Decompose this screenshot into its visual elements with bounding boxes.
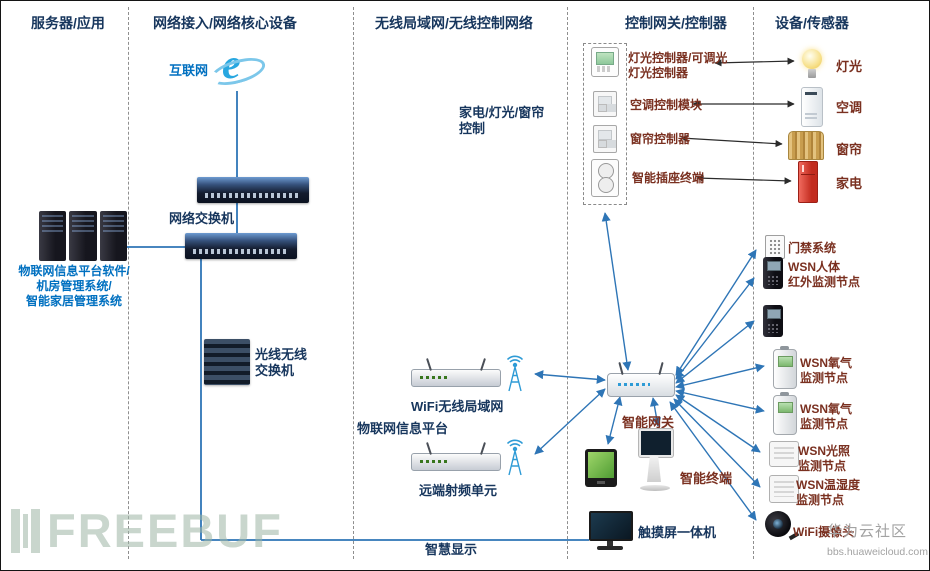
light-sensor-node-icon [769, 441, 799, 467]
smart-socket-icon [591, 159, 619, 197]
huaweicloud-watermark: 华为云社区 bbs.huaweicloud.com [827, 520, 928, 558]
smart-terminal-kiosk-icon [637, 429, 673, 491]
column-divider [567, 7, 568, 559]
huaweicloud-url-text: bbs.huaweicloud.com [827, 546, 928, 558]
column-header-devices-sensors: 设备/传感器 [775, 15, 849, 31]
wsn-oxygen-2-label: WSN氧气 监测节点 [800, 402, 852, 431]
touch-screen-monitor-icon [589, 511, 633, 551]
wsn-light-label: WSN光照 监测节点 [798, 444, 850, 473]
column-divider [128, 7, 129, 559]
smart-terminal-label: 智能终端 [680, 471, 733, 486]
smart-socket-label: 智能插座终端 [632, 171, 705, 185]
oxygen-detector-icon [773, 346, 797, 389]
huaweicloud-community-text: 华为云社区 [827, 523, 908, 540]
freebuf-logo-icon [11, 508, 40, 554]
server-platform-label: 物联网信息平台软件/ 机房管理系统/ 智能家居管理系统 [18, 264, 130, 308]
home-control-label: 家电/灯光/窗帘 控制 [459, 105, 545, 137]
network-switch-icon [197, 177, 309, 203]
controller-device-arrows [680, 57, 795, 185]
light-label: 灯光 [836, 59, 863, 74]
humidity-sensor-node-icon [769, 475, 799, 503]
appliance-icon [798, 161, 818, 203]
gateway-wireless-arrows [534, 212, 765, 521]
wsn-humidity-label: WSN温湿度 监测节点 [796, 478, 860, 507]
curtain-label: 窗帘 [836, 142, 863, 157]
ac-control-module-icon [593, 91, 617, 117]
wifi-lan-label: WiFi无线局域网 [411, 399, 504, 414]
column-header-server-app: 服务器/应用 [31, 15, 105, 31]
smart-display-label: 智慧显示 [425, 542, 478, 557]
appliance-label: 家电 [836, 176, 863, 191]
iot-platform-label: 物联网信息平台 [357, 421, 449, 436]
freebuf-watermark-text: FREEBUF [47, 504, 283, 557]
optical-wireless-switch-icon [204, 339, 250, 385]
optical-switch-label: 光线无线 交换机 [255, 347, 308, 379]
wifi-antenna-icon [506, 355, 524, 392]
smart-gateway-icon [607, 361, 675, 397]
smart-panel-icon [585, 449, 617, 487]
curtain-controller-icon [593, 125, 617, 153]
curtain-controller-label: 窗帘控制器 [630, 132, 691, 146]
column-header-control-gateway: 控制网关/控制器 [625, 15, 727, 31]
rru-antenna-icon [506, 439, 524, 476]
wsn-infrared-sensor-icon [763, 257, 783, 289]
wifi-camera-label: WiFi摄像头 [793, 525, 855, 539]
light-bulb-icon [801, 49, 823, 79]
wifi-router-icon [411, 358, 501, 387]
curtain-icon [788, 131, 824, 160]
backbone-lines [125, 91, 589, 541]
wsn-sensor-icon [763, 305, 783, 337]
rru-router-icon [411, 442, 501, 471]
internet-label: 互联网 [169, 63, 209, 78]
oxygen-detector-icon [773, 392, 797, 435]
column-header-wireless: 无线局域网/无线控制网络 [375, 15, 533, 31]
internet-explorer-icon: e [207, 42, 269, 91]
touch-screen-label: 触摸屏一体机 [638, 525, 717, 540]
ac-label: 空调 [836, 100, 863, 115]
wsn-body-label: WSN人体 红外监测节点 [788, 260, 861, 289]
light-controller-icon [591, 47, 619, 77]
wsn-oxygen-1-label: WSN氧气 监测节点 [800, 356, 852, 385]
column-divider [353, 7, 354, 559]
column-header-network-core: 网络接入/网络核心设备 [153, 15, 297, 31]
network-switch-label: 网络交换机 [169, 211, 235, 226]
access-keypad-icon [765, 235, 785, 259]
ac-module-label: 空调控制模块 [630, 98, 703, 112]
wifi-camera-icon [761, 509, 800, 541]
access-system-label: 门禁系统 [788, 241, 837, 255]
air-conditioner-icon [801, 87, 823, 127]
freebuf-watermark: FREEBUF [11, 503, 283, 558]
core-switch-icon [185, 233, 297, 259]
light-controller-label: 灯光控制器/可调光 灯光控制器 [628, 51, 728, 80]
server-towers-icon [39, 211, 127, 261]
rru-label: 远端射频单元 [419, 483, 498, 498]
